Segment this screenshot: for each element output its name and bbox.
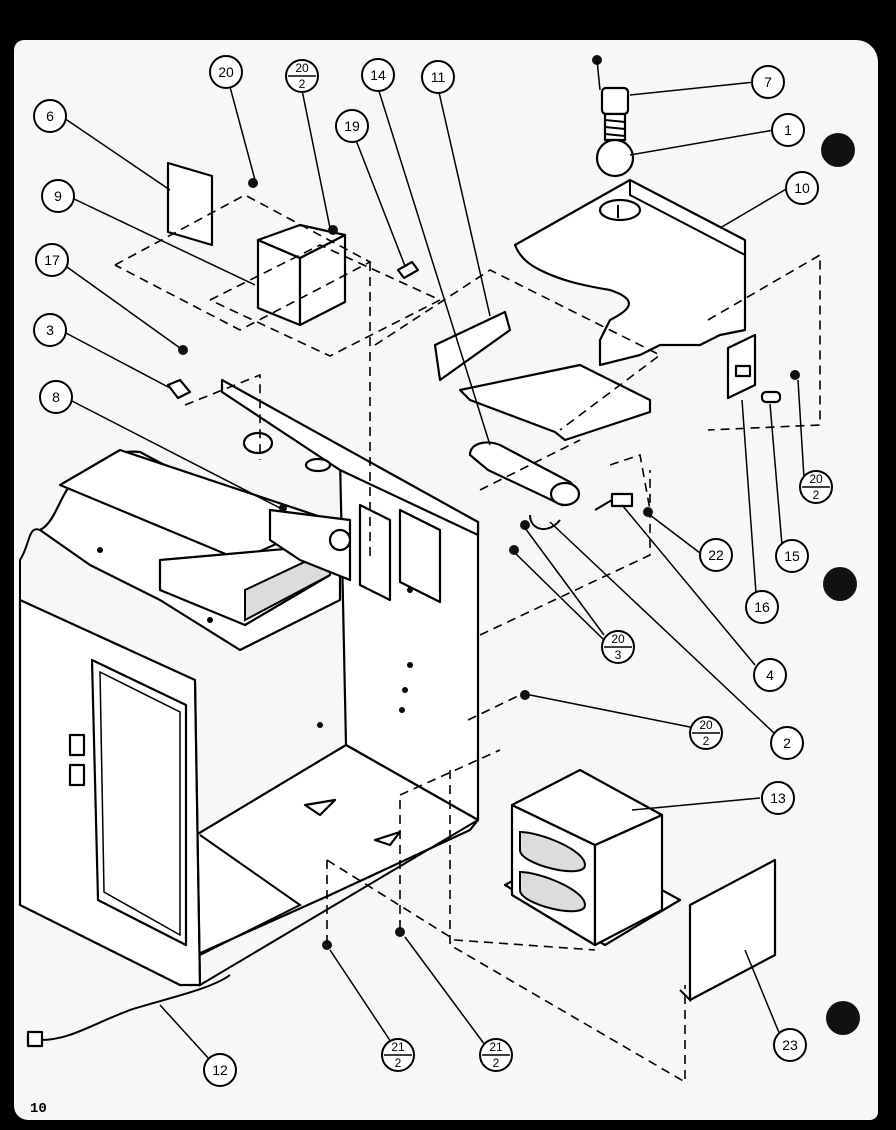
callout-bottom: 2 bbox=[395, 1056, 402, 1070]
callout-bottom: 2 bbox=[299, 77, 306, 91]
callout-13: 13 bbox=[761, 781, 795, 815]
callout-label: 22 bbox=[708, 547, 724, 563]
callout-21-over-2-a: 21 2 bbox=[381, 1038, 415, 1072]
part-13-transformer bbox=[503, 768, 682, 947]
callout-23: 23 bbox=[773, 1028, 807, 1062]
callout-label: 12 bbox=[212, 1062, 228, 1078]
callout-label: 2 bbox=[783, 735, 791, 751]
explode-guide-lines bbox=[114, 194, 821, 1084]
part-1-lamp-bulb bbox=[595, 138, 635, 178]
part-9-bracket bbox=[256, 223, 347, 327]
callout-20-over-2-a: 20 2 bbox=[285, 59, 319, 93]
callout-label: 3 bbox=[46, 322, 54, 338]
callout-top: 20 bbox=[699, 718, 713, 732]
callout-label: 19 bbox=[344, 118, 360, 134]
callout-label: 13 bbox=[770, 790, 786, 806]
callout-label: 20 bbox=[218, 64, 234, 80]
callout-15: 15 bbox=[775, 539, 809, 573]
callout-19: 19 bbox=[335, 109, 369, 143]
callout-4: 4 bbox=[753, 658, 787, 692]
callout-bottom: 2 bbox=[813, 488, 820, 502]
cabinet-chassis bbox=[18, 378, 480, 1048]
callout-3: 3 bbox=[33, 313, 67, 347]
callout-21-over-2-b: 21 2 bbox=[479, 1038, 513, 1072]
page-number: 10 bbox=[30, 1101, 47, 1117]
part-19-screw bbox=[396, 260, 420, 280]
callout-12: 12 bbox=[203, 1053, 237, 1087]
callout-8: 8 bbox=[39, 380, 73, 414]
callout-6: 6 bbox=[33, 99, 67, 133]
part-10-cover bbox=[513, 178, 747, 367]
callout-top: 21 bbox=[489, 1040, 503, 1054]
part-2-capacitor bbox=[468, 441, 581, 530]
callout-1: 1 bbox=[771, 113, 805, 147]
callout-label: 8 bbox=[52, 389, 60, 405]
callout-20-over-2-b: 20 2 bbox=[799, 470, 833, 504]
callout-label: 7 bbox=[764, 74, 772, 90]
part-3-clip bbox=[166, 378, 192, 400]
part-16-terminal-board bbox=[726, 333, 782, 404]
callout-9: 9 bbox=[41, 179, 75, 213]
callout-17: 17 bbox=[35, 243, 69, 277]
callout-bottom: 2 bbox=[703, 734, 710, 748]
callout-2: 2 bbox=[770, 726, 804, 760]
callout-20-a: 20 bbox=[209, 55, 243, 89]
part-4-diode bbox=[594, 492, 634, 511]
callout-11: 11 bbox=[421, 60, 455, 94]
callout-label: 9 bbox=[54, 188, 62, 204]
callout-top: 21 bbox=[391, 1040, 405, 1054]
callout-16: 16 bbox=[745, 590, 779, 624]
callout-bottom: 2 bbox=[493, 1056, 500, 1070]
registration-mark-bottom bbox=[826, 1001, 860, 1035]
callout-label: 10 bbox=[794, 180, 810, 196]
callout-bottom: 3 bbox=[615, 648, 622, 662]
callout-14: 14 bbox=[361, 58, 395, 92]
part-15-fuse bbox=[760, 390, 782, 404]
callout-label: 6 bbox=[46, 108, 54, 124]
callout-22: 22 bbox=[699, 538, 733, 572]
callout-label: 17 bbox=[44, 252, 60, 268]
callout-20-over-2-c: 20 2 bbox=[689, 716, 723, 750]
registration-mark-top bbox=[821, 133, 855, 167]
part-11-bracket bbox=[433, 310, 652, 442]
callout-label: 23 bbox=[782, 1037, 798, 1053]
lamp-assembly bbox=[592, 55, 635, 178]
part-6-panel bbox=[166, 161, 214, 247]
part-23-cover-plate bbox=[679, 858, 777, 1003]
callout-label: 4 bbox=[766, 667, 774, 683]
leader-lines bbox=[59, 71, 805, 1061]
callout-10: 10 bbox=[785, 171, 819, 205]
part-17-screw bbox=[178, 345, 188, 355]
callout-7: 7 bbox=[751, 65, 785, 99]
callout-top: 20 bbox=[611, 632, 625, 646]
callout-top: 20 bbox=[809, 472, 823, 486]
callout-label: 1 bbox=[784, 122, 792, 138]
callout-20-over-3: 20 3 bbox=[601, 630, 635, 664]
registration-mark-middle bbox=[823, 567, 857, 601]
callout-top: 20 bbox=[295, 61, 309, 75]
callout-label: 15 bbox=[784, 548, 800, 564]
part-7-lamp-socket bbox=[600, 86, 630, 116]
callout-label: 11 bbox=[431, 69, 446, 85]
callout-label: 16 bbox=[754, 599, 770, 615]
callout-label: 14 bbox=[370, 67, 386, 83]
